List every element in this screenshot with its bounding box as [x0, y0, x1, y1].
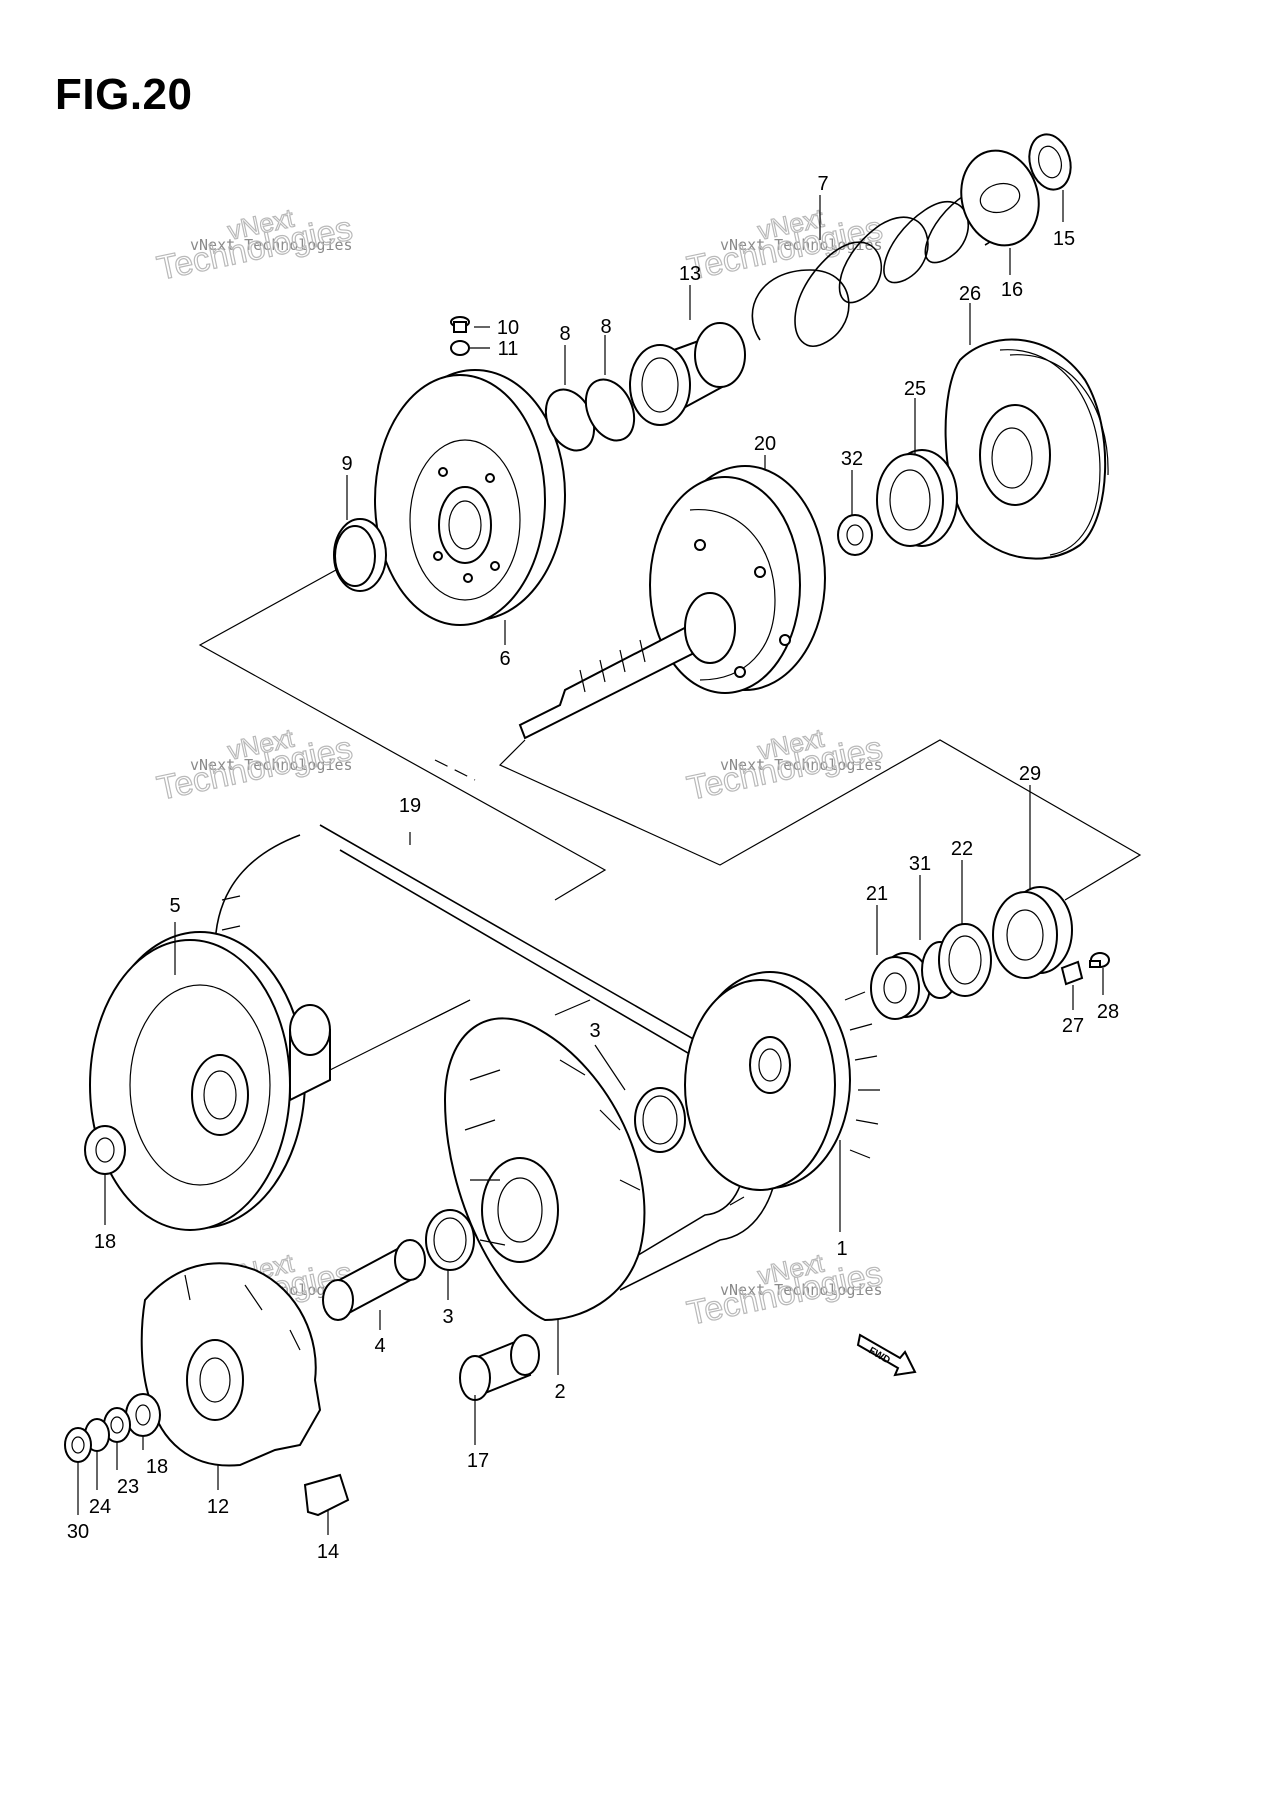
part-3-ring-lower — [425, 1209, 475, 1271]
callout-30: 30 — [67, 1521, 89, 1543]
watermark-text: vNext Technologies — [720, 756, 883, 774]
callout-1: 1 — [836, 1238, 847, 1260]
part-32-nut — [837, 514, 873, 556]
part-25-one-way-clutch — [876, 449, 958, 547]
figure-title: FIG.20 — [55, 70, 193, 119]
callout-4: 4 — [374, 1335, 385, 1357]
part-7-spring — [751, 189, 1002, 347]
part-14-slide-piece — [303, 1473, 350, 1517]
part-18-collar-left — [84, 1125, 126, 1175]
callout-20: 20 — [754, 433, 776, 455]
part-30-nut — [64, 1427, 92, 1463]
callout-23: 23 — [117, 1476, 139, 1498]
callout-9: 9 — [341, 453, 352, 475]
part-8-o-ring-b — [584, 378, 636, 442]
part-16-spring-plate — [960, 149, 1040, 247]
callout-6: 6 — [499, 648, 510, 670]
part-20-clutch-drum-shaft — [518, 465, 826, 740]
part-1-drive-face — [684, 971, 880, 1191]
part-17-bushing — [459, 1334, 540, 1401]
callout-26: 26 — [959, 283, 981, 305]
part-11-washer — [450, 340, 470, 356]
callout-19: 19 — [399, 795, 421, 817]
part-22-oil-seal — [938, 923, 992, 997]
callout-28: 28 — [1097, 1001, 1119, 1023]
callout-13: 13 — [679, 263, 701, 285]
callout-17: 17 — [467, 1450, 489, 1472]
callout-24: 24 — [89, 1496, 111, 1518]
callout-7: 7 — [817, 173, 828, 195]
callout-8: 8 — [600, 316, 611, 338]
part-5-driven-face — [89, 931, 331, 1231]
callout-14: 14 — [317, 1541, 339, 1563]
callout-21: 21 — [866, 883, 888, 905]
part-29-bearing — [992, 886, 1073, 979]
part-12-cooling-fan — [140, 1262, 322, 1467]
callout-10: 10 — [497, 317, 519, 339]
callout-32: 32 — [841, 448, 863, 470]
part-26-clutch-housing — [944, 338, 1109, 560]
callout-8: 8 — [559, 323, 570, 345]
callout-11: 11 — [498, 338, 519, 360]
part-15-lock-nut — [1028, 133, 1072, 191]
part-2-movable-drive-face — [443, 1017, 646, 1322]
part-28-bolt — [1089, 952, 1110, 968]
callout-12: 12 — [207, 1496, 229, 1518]
callout-25: 25 — [904, 378, 926, 400]
part-18-collar-right — [125, 1393, 161, 1437]
callout-27: 27 — [1062, 1015, 1084, 1037]
part-4-spacer — [322, 1239, 426, 1321]
part-6-clutch-plate — [374, 369, 566, 626]
callout-15: 15 — [1053, 228, 1075, 250]
watermark-text: vNext Technologies — [190, 236, 353, 254]
part-13-sleeve — [629, 322, 746, 426]
part-9-ring — [333, 518, 387, 592]
leader-lines — [77, 190, 1104, 1535]
callout-3: 3 — [442, 1306, 453, 1328]
fwd-label: FWD — [867, 1345, 892, 1366]
part-27-washer — [1060, 960, 1084, 986]
assembly-outline — [198, 564, 1142, 1076]
watermark-text: vNext Technologies — [720, 1281, 883, 1299]
part-3-ring-upper — [634, 1087, 686, 1153]
callout-18: 18 — [146, 1456, 168, 1478]
callout-labels: 6 7 8 8 9 10 11 13 15 16 26 25 32 20 19 … — [67, 173, 1119, 1563]
callout-18: 18 — [94, 1231, 116, 1253]
callout-5: 5 — [169, 895, 180, 917]
callout-3: 3 — [589, 1020, 600, 1042]
callout-31: 31 — [909, 853, 931, 875]
callout-22: 22 — [951, 838, 973, 860]
watermark-text: vNext Technologies — [720, 236, 883, 254]
part-21-collar — [870, 952, 931, 1020]
watermark-text: vNext Technologies — [190, 756, 353, 774]
part-10-bolt — [450, 316, 470, 333]
callout-29: 29 — [1019, 763, 1041, 785]
callout-16: 16 — [1001, 279, 1023, 301]
fwd-arrow-icon: FWD — [856, 1333, 917, 1377]
callout-2: 2 — [554, 1381, 565, 1403]
